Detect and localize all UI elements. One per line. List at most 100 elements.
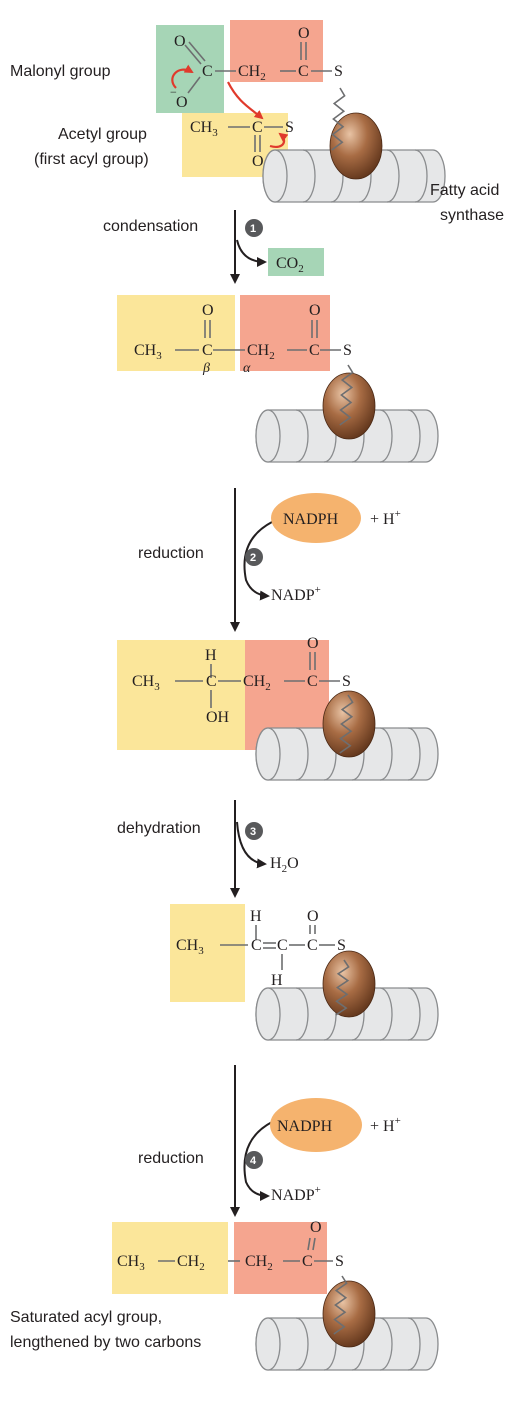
group-ch2: CH2 bbox=[245, 1253, 273, 1273]
group-ch3: CH3 bbox=[132, 673, 160, 693]
group-ch2: CH2 bbox=[243, 673, 271, 693]
atom: S bbox=[337, 937, 346, 954]
cofactor-arrow bbox=[243, 521, 273, 601]
atom: S bbox=[285, 119, 294, 136]
pantetheine-arm bbox=[339, 694, 354, 754]
malonyl-carboxyl-box bbox=[156, 25, 224, 113]
intermediate-acetoacetyl: CH3 C O β CH2 α C O S HS bbox=[117, 295, 439, 463]
acetyl-group-label: Acetyl group bbox=[58, 126, 147, 143]
step-number: 1 bbox=[250, 223, 256, 235]
atom: S bbox=[334, 63, 343, 80]
group-ch2: CH2 bbox=[238, 63, 266, 83]
atom: O bbox=[307, 635, 319, 652]
step-number: 3 bbox=[250, 826, 256, 838]
step-badge bbox=[245, 548, 263, 566]
cylinder-ring bbox=[379, 727, 393, 781]
atom: C bbox=[307, 673, 318, 690]
alpha-label: α bbox=[243, 361, 251, 376]
cofactor-arrow bbox=[243, 1121, 273, 1201]
atom: C bbox=[309, 342, 320, 359]
cylinder-ring bbox=[407, 1317, 421, 1371]
cylinder-ring bbox=[295, 987, 309, 1041]
atom: C bbox=[302, 1253, 313, 1270]
step-label: dehydration bbox=[117, 820, 201, 837]
product-saturated-acyl: CH3 CH2 CH2 C O S Saturated acyl group, … bbox=[10, 1219, 439, 1371]
bond bbox=[184, 44, 202, 65]
step-badge bbox=[245, 219, 263, 237]
step-number: 2 bbox=[250, 552, 256, 564]
acetyl-box bbox=[117, 640, 245, 750]
atom: O bbox=[252, 153, 264, 170]
acetyl-box bbox=[170, 904, 245, 1002]
cylinder-ring bbox=[379, 409, 393, 463]
atom: C bbox=[206, 673, 217, 690]
atom: C bbox=[251, 937, 262, 954]
atom: S bbox=[335, 1253, 344, 1270]
group-ch2: CH2 bbox=[247, 342, 275, 362]
nadph-label: NADPH bbox=[283, 511, 339, 528]
nadp-product: NADP+ bbox=[271, 584, 321, 604]
group-ch3: CH3 bbox=[117, 1253, 145, 1273]
atom: H bbox=[205, 647, 217, 664]
saturated-acyl-sublabel: lengthened by two carbons bbox=[10, 1334, 201, 1351]
malonyl-box bbox=[234, 1222, 327, 1294]
step-4-reduction: NADPH + H+ reduction 4 NADP+ bbox=[138, 1065, 401, 1217]
atom: C bbox=[298, 63, 309, 80]
pantetheine-arm bbox=[335, 959, 350, 1016]
fatty-acid-synthase-enzyme bbox=[262, 112, 446, 203]
pantetheine-arm bbox=[331, 87, 346, 151]
cylinder-end bbox=[255, 1317, 281, 1371]
group-ch2: CH2 bbox=[177, 1253, 205, 1273]
malonyl-group-label: Malonyl group bbox=[10, 63, 111, 80]
step-label: condensation bbox=[103, 218, 198, 235]
co2-box bbox=[268, 248, 324, 276]
atom: C bbox=[202, 342, 213, 359]
cylinder-end bbox=[262, 149, 288, 203]
group-ch3: CH3 bbox=[176, 937, 204, 957]
atom: O bbox=[202, 302, 214, 319]
cylinder-ring bbox=[302, 149, 316, 203]
side-product-arrow bbox=[236, 821, 267, 869]
atom: C bbox=[307, 937, 318, 954]
group-ch3: CH3 bbox=[134, 342, 162, 362]
acetyl-group-sublabel: (first acyl group) bbox=[34, 151, 149, 168]
nadph-label: NADPH bbox=[277, 1118, 333, 1135]
electron-arrow bbox=[171, 64, 194, 89]
cylinder-ring bbox=[407, 727, 421, 781]
fatty-acid-synthase-enzyme bbox=[255, 950, 439, 1041]
step-badge bbox=[245, 822, 263, 840]
cylinder-ring bbox=[386, 149, 400, 203]
step-3-dehydration: dehydration 3 H2O bbox=[117, 800, 299, 898]
fatty-acid-synthase-enzyme bbox=[255, 372, 439, 463]
cylinder-ring bbox=[407, 987, 421, 1041]
cylinder-end bbox=[255, 727, 281, 781]
atom: H bbox=[271, 972, 283, 989]
acetyl-box bbox=[117, 295, 235, 371]
cylinder-ring bbox=[407, 409, 421, 463]
cylinder-ring bbox=[295, 1317, 309, 1371]
bond bbox=[312, 1237, 316, 1251]
acyl-carrier-protein bbox=[322, 690, 376, 758]
h-plus: + H+ bbox=[370, 508, 401, 528]
nadph-oval bbox=[270, 1098, 362, 1152]
step-badge bbox=[245, 1151, 263, 1169]
atom: C bbox=[252, 119, 263, 136]
malonyl-box bbox=[240, 295, 330, 371]
acyl-carrier-protein bbox=[329, 112, 383, 180]
electron-arrow bbox=[227, 81, 264, 120]
atom: S bbox=[343, 342, 352, 359]
side-product-arrow bbox=[236, 239, 267, 267]
pantetheine-arm bbox=[333, 1275, 348, 1335]
malonyl-box bbox=[230, 20, 323, 82]
electron-arrow bbox=[269, 132, 289, 148]
acyl-carrier-protein bbox=[322, 950, 376, 1018]
atom: H bbox=[250, 908, 262, 925]
step-number: 4 bbox=[250, 1155, 257, 1167]
atom: O bbox=[176, 94, 188, 111]
fatty-acid-synthase-enzyme bbox=[255, 1280, 439, 1371]
cylinder-ring bbox=[414, 149, 428, 203]
charge: − bbox=[170, 85, 177, 99]
atom: C bbox=[277, 937, 288, 954]
beta-label: β bbox=[202, 361, 210, 376]
